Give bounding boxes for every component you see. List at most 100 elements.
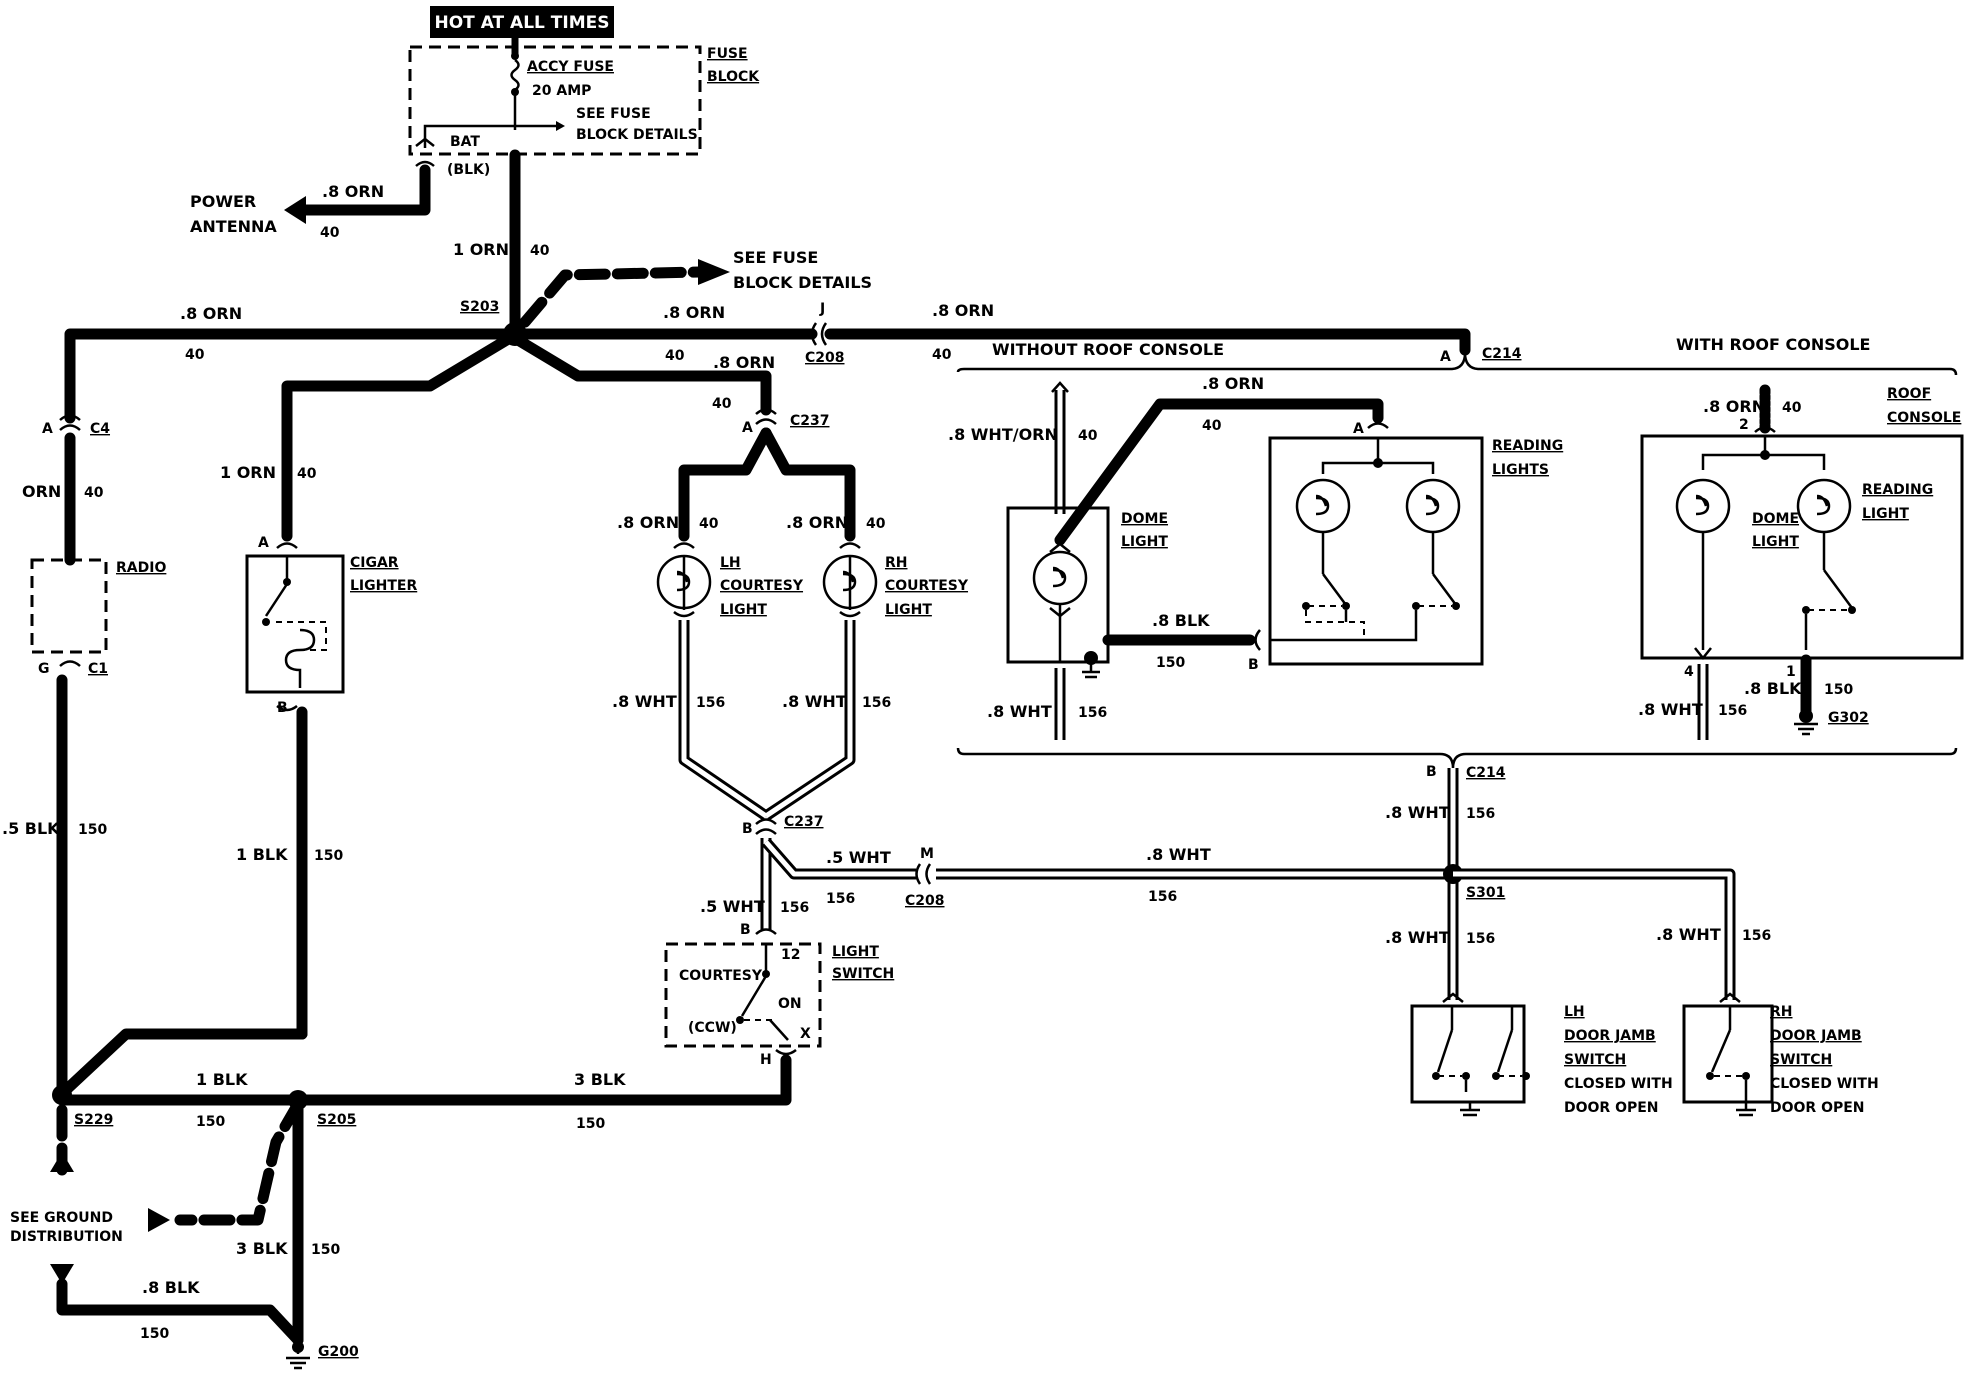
svg-text:156: 156 [1742, 928, 1771, 944]
svg-text:C214: C214 [1466, 765, 1506, 781]
svg-text:1 ORN: 1 ORN [220, 463, 276, 482]
cigar-lighter-feed: 1 ORN 40 A [220, 332, 516, 551]
svg-text:A: A [742, 420, 753, 436]
svg-text:40: 40 [1078, 428, 1098, 444]
door-jamb-circuit: .8 WHT 156 S301 .8 WHT 156 .8 WHT 156 [1385, 768, 1771, 1003]
svg-text:40: 40 [866, 516, 886, 532]
c237-to-c208-white: .5 WHT 156 M C208 .8 WHT 156 [761, 838, 1452, 909]
svg-text:C1: C1 [88, 661, 108, 677]
svg-text:2: 2 [1739, 417, 1749, 433]
reading-lights-without-console: A READING LIGHTS [1268, 421, 1563, 666]
c214-top-bracket: WITHOUT ROOF CONSOLE WITH ROOF CONSOLE [956, 335, 1958, 376]
svg-text:RADIO: RADIO [116, 560, 166, 576]
svg-text:SWITCH: SWITCH [832, 966, 894, 982]
svg-text:S301: S301 [1466, 885, 1505, 901]
svg-text:40: 40 [84, 485, 104, 501]
svg-text:ACCY FUSE: ACCY FUSE [527, 59, 614, 75]
svg-text:S205: S205 [317, 1112, 356, 1128]
svg-text:ROOF: ROOF [1887, 386, 1931, 402]
hot-at-all-times-banner: HOT AT ALL TIMES [430, 6, 614, 38]
svg-text:B: B [1248, 657, 1259, 673]
main-feed: 1 ORN 40 [453, 149, 550, 338]
svg-text:LIGHT: LIGHT [720, 602, 767, 618]
svg-text:READING: READING [1492, 438, 1563, 454]
svg-text:40: 40 [665, 348, 685, 364]
svg-text:.8 ORN: .8 ORN [322, 182, 384, 201]
svg-text:G200: G200 [318, 1344, 359, 1360]
svg-text:150: 150 [1156, 655, 1185, 671]
svg-text:CLOSED WITH: CLOSED WITH [1770, 1076, 1879, 1092]
svg-text:.8 WHT: .8 WHT [987, 702, 1052, 721]
svg-text:ORN: ORN [22, 482, 61, 501]
svg-text:C208: C208 [905, 893, 945, 909]
svg-text:COURTESY: COURTESY [720, 578, 804, 594]
svg-text:POWER: POWER [190, 192, 256, 211]
svg-text:J: J [819, 301, 825, 317]
dome-light-without-console: .8 WHT/ORN 40 .8 ORN 40 DOME LIGHT .8 BL… [948, 374, 1384, 740]
svg-text:SEE GROUND: SEE GROUND [10, 1210, 113, 1226]
svg-text:156: 156 [1078, 705, 1107, 721]
svg-text:40: 40 [185, 347, 205, 363]
svg-text:ANTENNA: ANTENNA [190, 217, 277, 236]
svg-text:DOOR JAMB: DOOR JAMB [1564, 1028, 1656, 1044]
svg-text:CIGAR: CIGAR [350, 555, 399, 571]
svg-text:156: 156 [1148, 889, 1177, 905]
svg-text:156: 156 [696, 695, 725, 711]
svg-text:150: 150 [196, 1114, 225, 1130]
svg-text:.8 WHT: .8 WHT [782, 692, 847, 711]
radio: RADIO G C1 .5 BLK 150 [2, 558, 166, 1096]
svg-text:BLOCK: BLOCK [707, 69, 760, 85]
svg-text:HOT AT ALL TIMES: HOT AT ALL TIMES [435, 13, 610, 33]
svg-text:150: 150 [311, 1242, 340, 1258]
svg-text:1: 1 [1786, 664, 1796, 680]
lh-courtesy-light: .8 ORN 40 LH COURTESY LIGHT [617, 427, 804, 618]
svg-text:COURTESY: COURTESY [885, 578, 969, 594]
svg-text:WITH ROOF CONSOLE: WITH ROOF CONSOLE [1676, 335, 1870, 354]
svg-text:.8 ORN: .8 ORN [663, 303, 725, 322]
svg-text:150: 150 [1824, 682, 1853, 698]
svg-text:156: 156 [780, 900, 809, 916]
svg-text:156: 156 [1466, 806, 1495, 822]
svg-text:.5 WHT: .5 WHT [826, 848, 891, 867]
svg-text:DISTRIBUTION: DISTRIBUTION [10, 1229, 123, 1245]
svg-text:SEE FUSE: SEE FUSE [576, 106, 651, 122]
svg-text:.8 WHT: .8 WHT [1146, 845, 1211, 864]
svg-text:150: 150 [78, 822, 107, 838]
svg-text:.8 WHT: .8 WHT [612, 692, 677, 711]
svg-text:A: A [1440, 349, 1451, 365]
radio-feed: .8 ORN 40 A C4 ORN 40 [22, 304, 516, 566]
ground-wires: S229 1 BLK 150 S205 3 BLK 150 3 BLK 150 … [10, 1028, 792, 1370]
svg-text:SEE FUSE: SEE FUSE [733, 248, 818, 267]
svg-text:C237: C237 [790, 413, 830, 429]
svg-text:150: 150 [576, 1116, 605, 1132]
svg-text:BAT: BAT [450, 134, 480, 150]
svg-text:3 BLK: 3 BLK [574, 1070, 626, 1089]
svg-text:40: 40 [699, 516, 719, 532]
svg-text:150: 150 [314, 848, 343, 864]
courtesy-return-wires: .8 WHT 156 .8 WHT 156 B C237 [612, 620, 891, 837]
svg-text:(CCW): (CCW) [688, 1020, 737, 1036]
svg-text:.8 ORN: .8 ORN [932, 301, 994, 320]
svg-text:FUSE: FUSE [707, 46, 748, 62]
svg-text:BLOCK DETAILS: BLOCK DETAILS [733, 273, 872, 292]
svg-text:40: 40 [712, 396, 732, 412]
svg-text:S229: S229 [74, 1112, 113, 1128]
svg-text:WITHOUT ROOF CONSOLE: WITHOUT ROOF CONSOLE [992, 340, 1224, 359]
svg-text:.8 ORN: .8 ORN [786, 513, 848, 532]
svg-text:DOME: DOME [1752, 511, 1799, 527]
svg-text:SWITCH: SWITCH [1770, 1052, 1832, 1068]
svg-text:BLOCK DETAILS: BLOCK DETAILS [576, 127, 698, 143]
svg-text:SWITCH: SWITCH [1564, 1052, 1626, 1068]
svg-text:.8 WHT: .8 WHT [1385, 803, 1450, 822]
svg-text:LIGHTER: LIGHTER [350, 578, 417, 594]
light-switch: LIGHT SWITCH COURTESY 12 ON (CCW) X H [664, 942, 894, 1068]
lh-door-jamb-switch: LH DOOR JAMB SWITCH CLOSED WITH DOOR OPE… [1410, 1004, 1673, 1117]
svg-text:DOOR OPEN: DOOR OPEN [1770, 1100, 1865, 1116]
svg-text:LIGHT: LIGHT [832, 944, 879, 960]
svg-text:B: B [742, 821, 753, 837]
svg-text:B: B [740, 922, 751, 938]
svg-text:20 AMP: 20 AMP [532, 83, 591, 99]
c237-to-light-switch: .5 WHT 156 B [700, 838, 809, 938]
svg-text:.8 BLK: .8 BLK [1152, 611, 1210, 630]
svg-text:.8 ORN: .8 ORN [1703, 397, 1765, 416]
